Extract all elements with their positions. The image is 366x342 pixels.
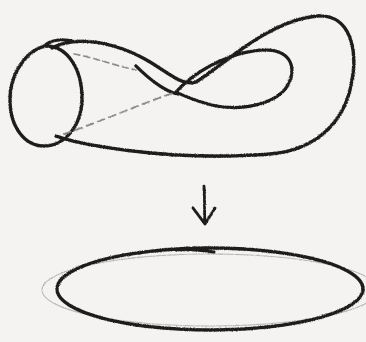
arrow-shaft: [204, 186, 205, 222]
